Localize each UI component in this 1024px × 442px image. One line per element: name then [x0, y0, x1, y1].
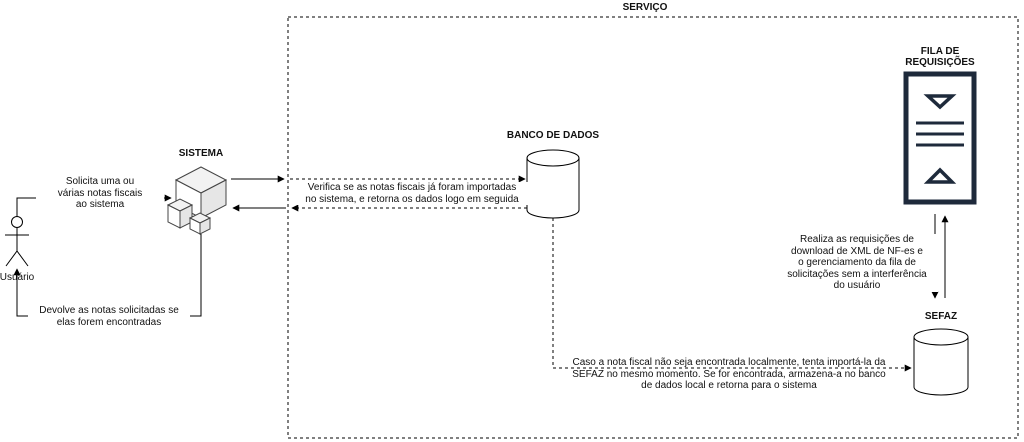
edge-label-devolve: Devolve as notas solicitadas se elas for…: [28, 305, 190, 328]
edge-label-solicita: Solicita uma ou várias notas fiscais ao …: [36, 176, 164, 211]
edge-devolve: [13, 234, 202, 317]
database-icon: [526, 149, 580, 219]
cubes-icon: [166, 166, 228, 235]
sefaz-title: SEFAZ: [924, 311, 958, 322]
usuario-label: Usuário: [0, 272, 35, 283]
edge-label-realiza: Realiza as requisições de download de XM…: [776, 234, 938, 292]
banco-title: BANCO DE DADOS: [506, 130, 600, 141]
fila-title: FILA DE REQUISIÇÕES: [905, 46, 975, 68]
servico-title: SERVIÇO: [622, 2, 668, 13]
database-icon: [913, 328, 969, 396]
sistema-title: SISTEMA: [178, 148, 224, 159]
edge-label-verifica: Verifica se as notas fiscais já foram im…: [292, 182, 532, 205]
edge-label-caso: Caso a nota fiscal não seja encontrada l…: [572, 357, 886, 391]
person-icon: [5, 216, 29, 267]
queue-icon: [903, 71, 977, 205]
edge-caso: [552, 218, 912, 372]
